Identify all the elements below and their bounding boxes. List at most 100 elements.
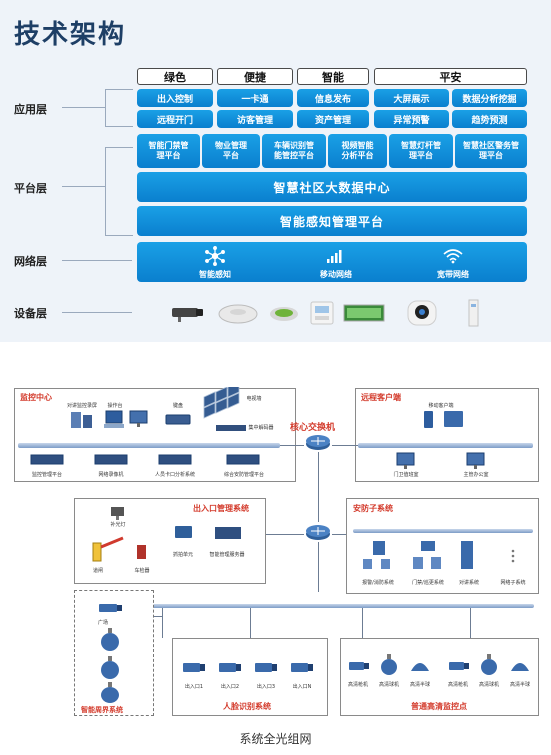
led-display-icon — [343, 304, 385, 322]
perimeter-camera-icon — [99, 604, 122, 612]
ceiling-dome-icon — [218, 304, 258, 324]
link-line — [470, 608, 471, 638]
door-patrol-icon — [413, 541, 441, 569]
platform-property: 物业管理 平台 — [202, 134, 260, 168]
app-data-mining: 数据分析挖掘 — [452, 89, 527, 107]
device-label: 出入口3 — [256, 684, 276, 690]
dome-camera-icon — [101, 656, 119, 679]
category-convenient: 便捷 — [217, 68, 293, 85]
caption: 系统全光组网 — [239, 732, 312, 746]
layer-label-network: 网络层 — [14, 255, 47, 268]
bracket-tick — [62, 186, 105, 187]
smart-sensing-icon — [205, 246, 225, 266]
device-label: 高清球机 — [478, 682, 499, 688]
device-label: 高清半球 — [409, 682, 430, 688]
hd-bullet-camera-icon — [449, 662, 469, 670]
app-big-screen: 大屏展示 — [374, 89, 449, 107]
mobile-phone-icon — [424, 411, 433, 428]
device-label: 出入口2 — [220, 684, 240, 690]
device-label: 报警/消防系统 — [362, 580, 394, 586]
link-line — [318, 452, 319, 522]
dome-camera-icon — [101, 628, 119, 651]
link-line — [318, 542, 319, 592]
device-label: 移动客户端 — [428, 403, 454, 409]
access-system-title: 出入口管理系统 — [193, 504, 249, 513]
vehicle-detector-icon — [137, 545, 146, 559]
device-label: 高清枪机 — [447, 682, 468, 688]
intercom-recorder-icon — [71, 412, 92, 428]
duty-room-monitor-icon — [396, 452, 415, 469]
layer-label-device: 设备层 — [14, 307, 47, 320]
dome-camera-icon — [101, 682, 119, 703]
link-line — [250, 608, 251, 638]
device-label: 门禁/巡更系统 — [412, 580, 444, 586]
fill-light-icon — [111, 507, 124, 520]
bracket-tick — [105, 147, 133, 148]
bracket-tick — [62, 312, 132, 313]
aggregation-switch-icon — [306, 525, 330, 540]
hd-speed-dome-icon — [481, 654, 497, 675]
platform-access: 智能门禁管 理平台 — [137, 134, 200, 168]
platform-video: 视频智能 分析平台 — [328, 134, 387, 168]
hd-bullet-camera-icon — [349, 662, 369, 670]
network-diagram: 监控中心 对讲监控录屏 操作台 键盘 电视墙 集中解码器 — [0, 348, 551, 728]
bracket-app — [105, 89, 106, 126]
face-camera-icon — [291, 663, 313, 672]
app-info-release: 信息发布 — [297, 89, 369, 107]
barrier-gate-icon — [92, 536, 124, 562]
platform-vehicle: 车辆识别管 能管控平台 — [262, 134, 326, 168]
network-label-mobile: 移动网络 — [320, 270, 352, 279]
app-alert: 异常预警 — [374, 110, 449, 128]
platform-police: 智慧社区警务管 理平台 — [455, 134, 527, 168]
bullet-camera-icon — [172, 308, 203, 322]
category-green: 绿色 — [137, 68, 213, 85]
app-one-card: 一卡通 — [217, 89, 293, 107]
decoder-icon — [216, 425, 246, 431]
alarm-fire-icon — [363, 541, 390, 569]
device-label: 集中解码器 — [248, 425, 274, 431]
link-line — [332, 534, 346, 535]
security-bus — [353, 529, 533, 533]
device-label: 键盘 — [172, 403, 183, 409]
workstation-monitor-icon — [129, 410, 148, 427]
app-visitor: 访客管理 — [217, 110, 293, 128]
device-label: 高清球机 — [378, 682, 399, 688]
link-line — [162, 608, 163, 638]
device-label: 监控管理平台 — [31, 472, 62, 478]
security-platform-icon — [226, 454, 260, 465]
device-label: 操作台 — [107, 403, 123, 409]
perimeter-title: 智能周界系统 — [81, 706, 123, 714]
hd-monitoring-box: 高清枪机 高清球机 高清半球 高清枪机 高清球机 高清半球 普通高清监控点 — [340, 638, 539, 716]
device-label: 电视墙 — [246, 396, 262, 402]
device-label: 抓拍单元 — [172, 552, 193, 558]
server-icon — [30, 454, 64, 465]
face-terminal-icon — [407, 300, 437, 326]
device-label: 高清半球 — [509, 682, 530, 688]
link-line — [266, 534, 304, 535]
link-line — [154, 616, 162, 617]
perimeter-box: 广场 智能周界系统 — [74, 590, 154, 716]
face-recognition-box: 出入口1 出入口2 出入口3 出入口N 人脸识别系统 — [172, 638, 328, 716]
sensing-platform-bar: 智能感知管理平台 — [137, 206, 527, 236]
core-switch-label: 核心交换机 — [290, 423, 336, 433]
hd-half-dome-icon — [411, 663, 429, 671]
hd-half-dome-icon — [511, 663, 529, 671]
nvr-icon — [94, 454, 128, 465]
signal-bars-icon — [327, 250, 342, 263]
device-label: 广场 — [97, 620, 108, 626]
app-remote-door: 远程开门 — [137, 110, 213, 128]
device-label: 道闸 — [92, 568, 103, 574]
bracket-tick — [62, 260, 132, 261]
architecture-panel: 技术架构 应用层 平台层 网络层 设备层 绿色 便捷 智能 平安 出入控制 一卡… — [0, 0, 551, 342]
monitor-center-title: 监控中心 — [20, 393, 52, 402]
management-server-icon — [215, 527, 241, 539]
device-label: 智能管理服务器 — [209, 552, 245, 558]
tablet-icon — [444, 411, 463, 427]
device-label: 人员卡口分析系统 — [154, 472, 195, 478]
office-monitor-icon — [466, 452, 485, 469]
face-recognition-title: 人脸识别系统 — [223, 702, 271, 711]
device-label: 车检器 — [134, 568, 150, 574]
bracket-tick — [62, 107, 105, 108]
device-label: 出入口N — [292, 684, 312, 690]
wifi-icon — [443, 249, 463, 264]
